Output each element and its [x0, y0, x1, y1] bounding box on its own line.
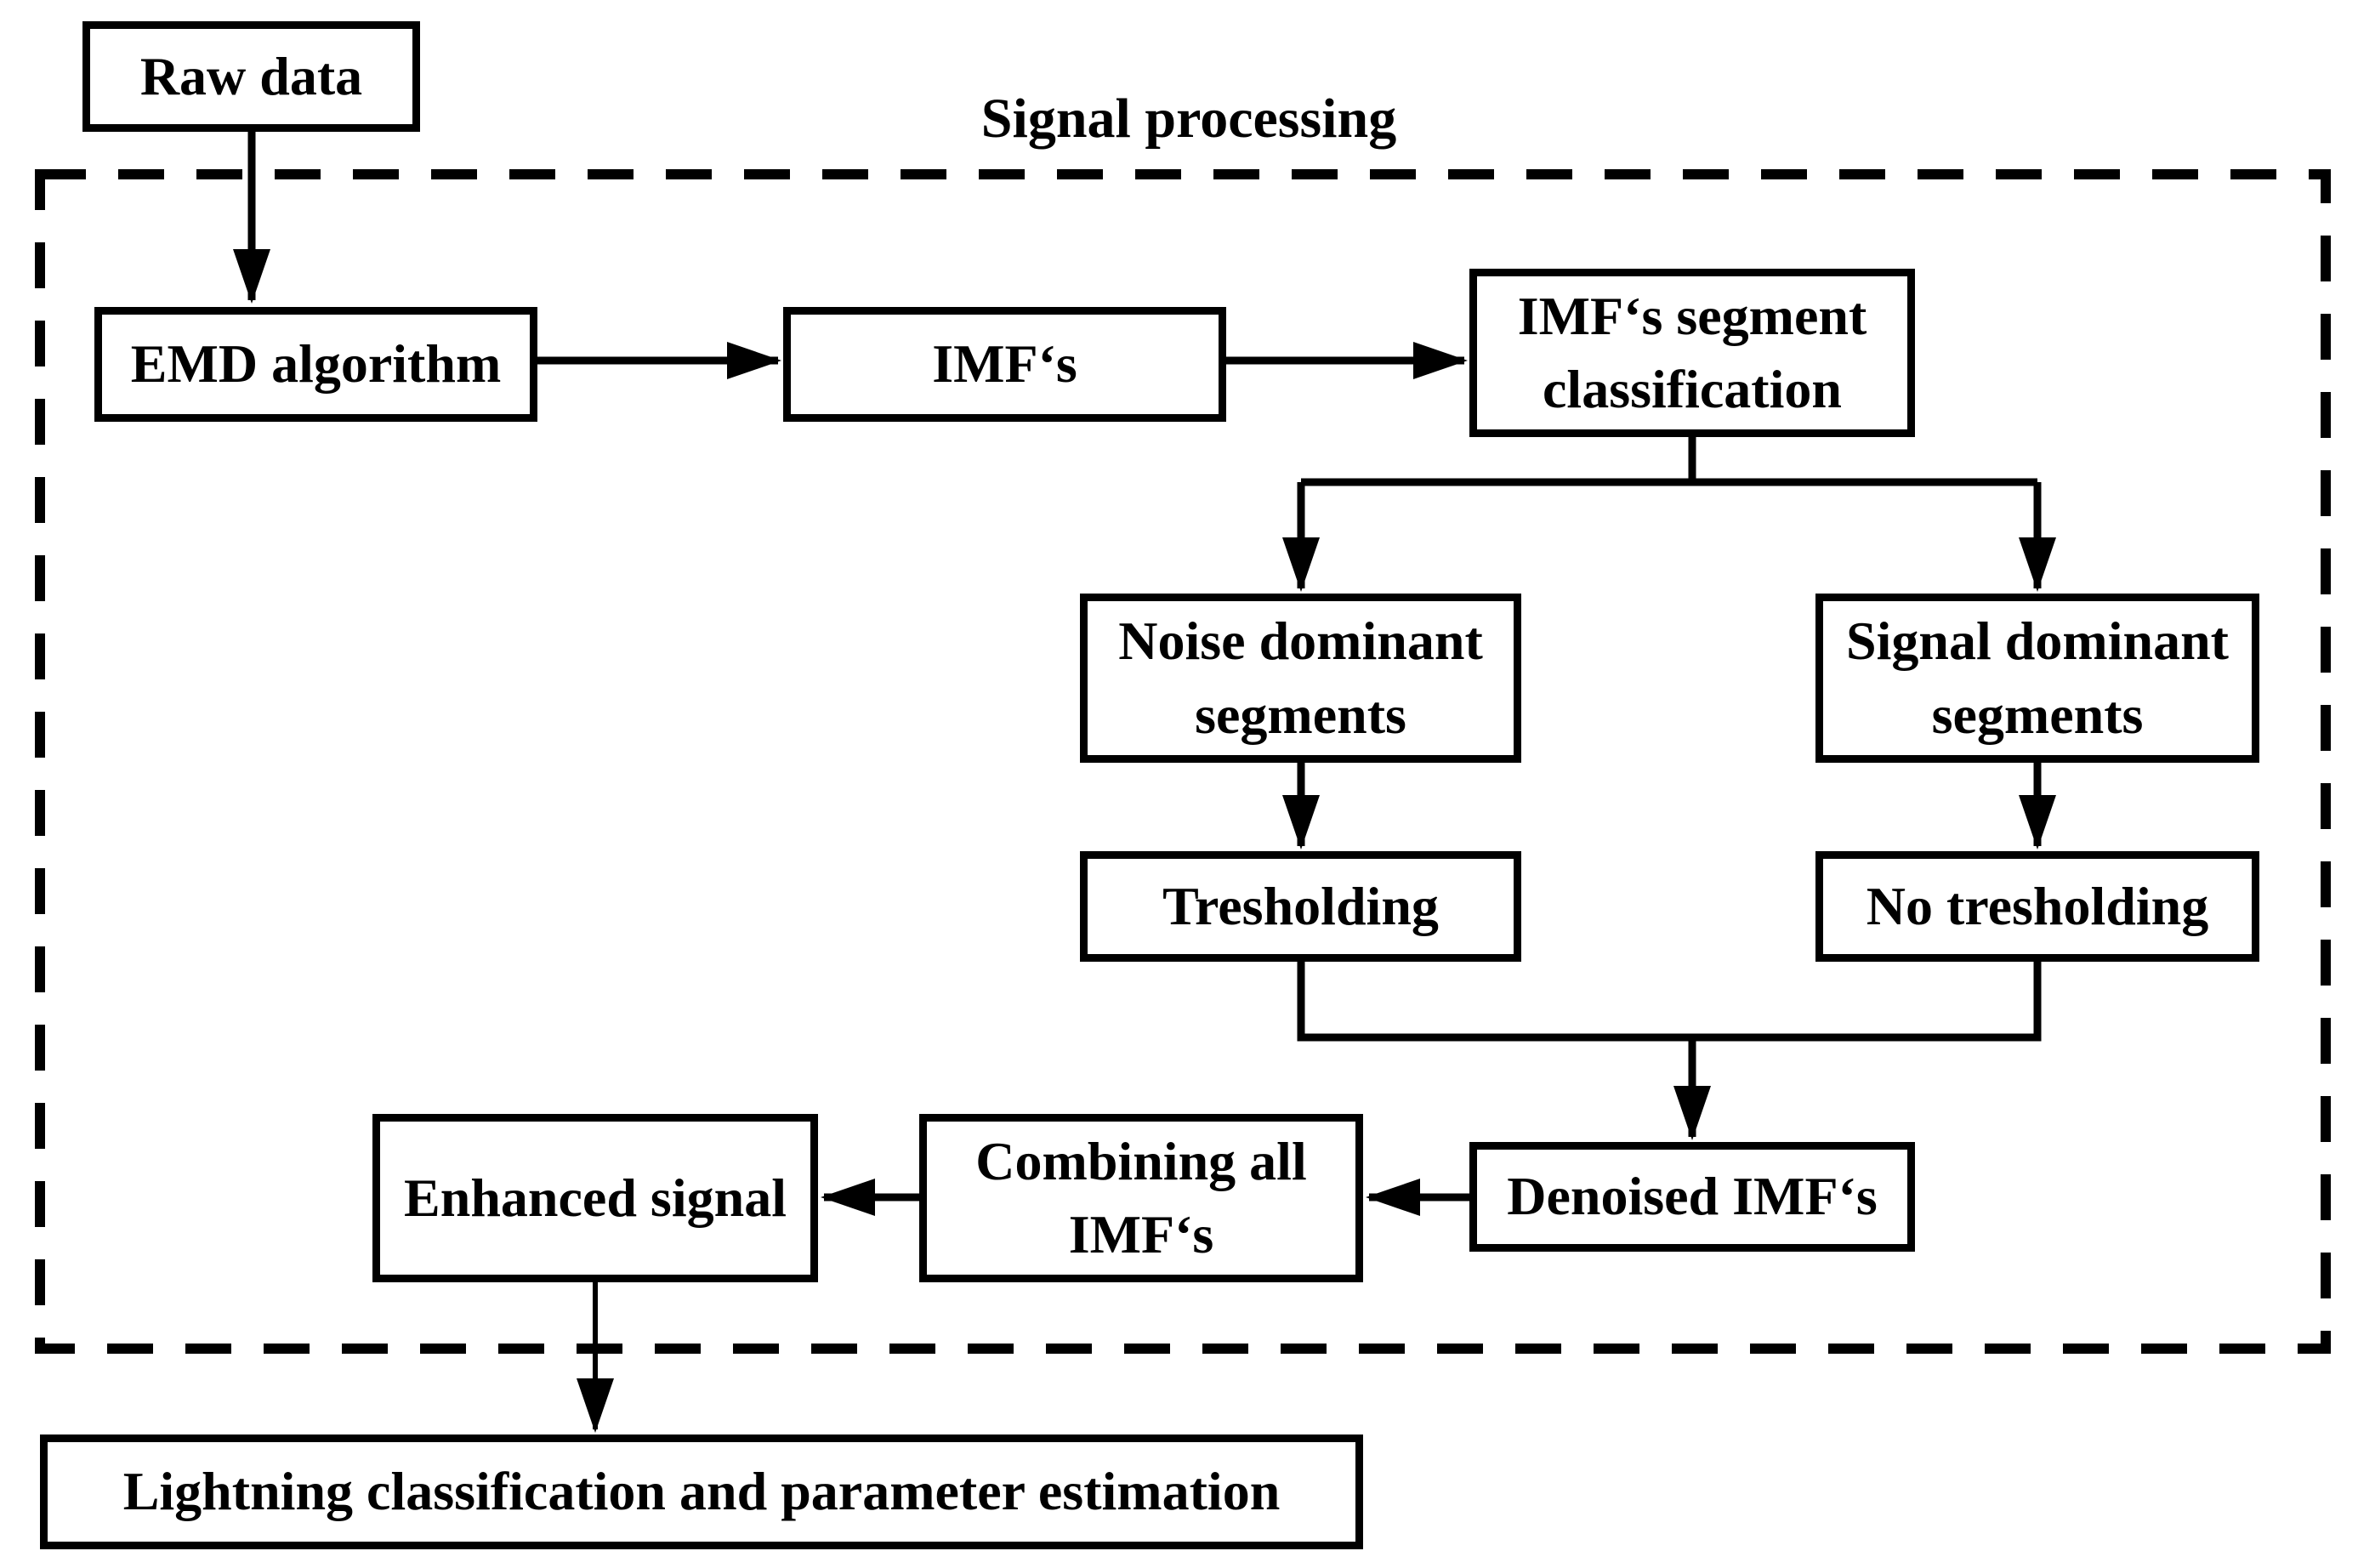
node-imfs: IMF‘s: [783, 307, 1226, 422]
node-denoised-imfs-label: Denoised IMF‘s: [1507, 1166, 1878, 1227]
diagram-title: Signal processing: [980, 88, 1397, 150]
node-emd-algorithm-label: EMD algorithm: [130, 333, 502, 395]
node-thresholding: Tresholding: [1080, 851, 1521, 962]
node-noise-dominant-segments-label: Noise dominant segments: [1118, 611, 1483, 745]
node-combining-all-imfs-label: Combining all IMF‘s: [975, 1130, 1307, 1264]
connector-arrows: [233, 132, 2056, 1433]
node-emd-algorithm: EMD algorithm: [94, 307, 537, 422]
line-merge-join: [1297, 962, 2042, 1042]
node-combining-all-imfs: Combining all IMF‘s: [919, 1114, 1363, 1282]
node-denoised-imfs: Denoised IMF‘s: [1469, 1142, 1915, 1252]
node-lightning-classification-output: Lightning classification and parameter e…: [40, 1434, 1363, 1549]
node-no-thresholding: No tresholding: [1815, 851, 2259, 962]
node-thresholding-label: Tresholding: [1162, 875, 1439, 936]
node-no-thresholding-label: No tresholding: [1866, 875, 2209, 936]
node-lightning-classification-output-label: Lightning classification and parameter e…: [122, 1461, 1281, 1522]
node-raw-data-label: Raw data: [139, 45, 363, 106]
node-raw-data: Raw data: [82, 21, 420, 132]
node-enhanced-signal-label: Enhanced signal: [404, 1167, 787, 1228]
node-enhanced-signal: Enhanced signal: [372, 1114, 818, 1282]
node-signal-dominant-segments-label: Signal dominant segments: [1846, 611, 2229, 745]
node-imfs-segment-classification-label: IMF‘s segment classification: [1517, 285, 1867, 419]
node-noise-dominant-segments: Noise dominant segments: [1080, 594, 1521, 763]
node-signal-dominant-segments: Signal dominant segments: [1815, 594, 2259, 763]
node-imfs-label: IMF‘s: [932, 333, 1077, 395]
node-imfs-segment-classification: IMF‘s segment classification: [1469, 269, 1915, 437]
